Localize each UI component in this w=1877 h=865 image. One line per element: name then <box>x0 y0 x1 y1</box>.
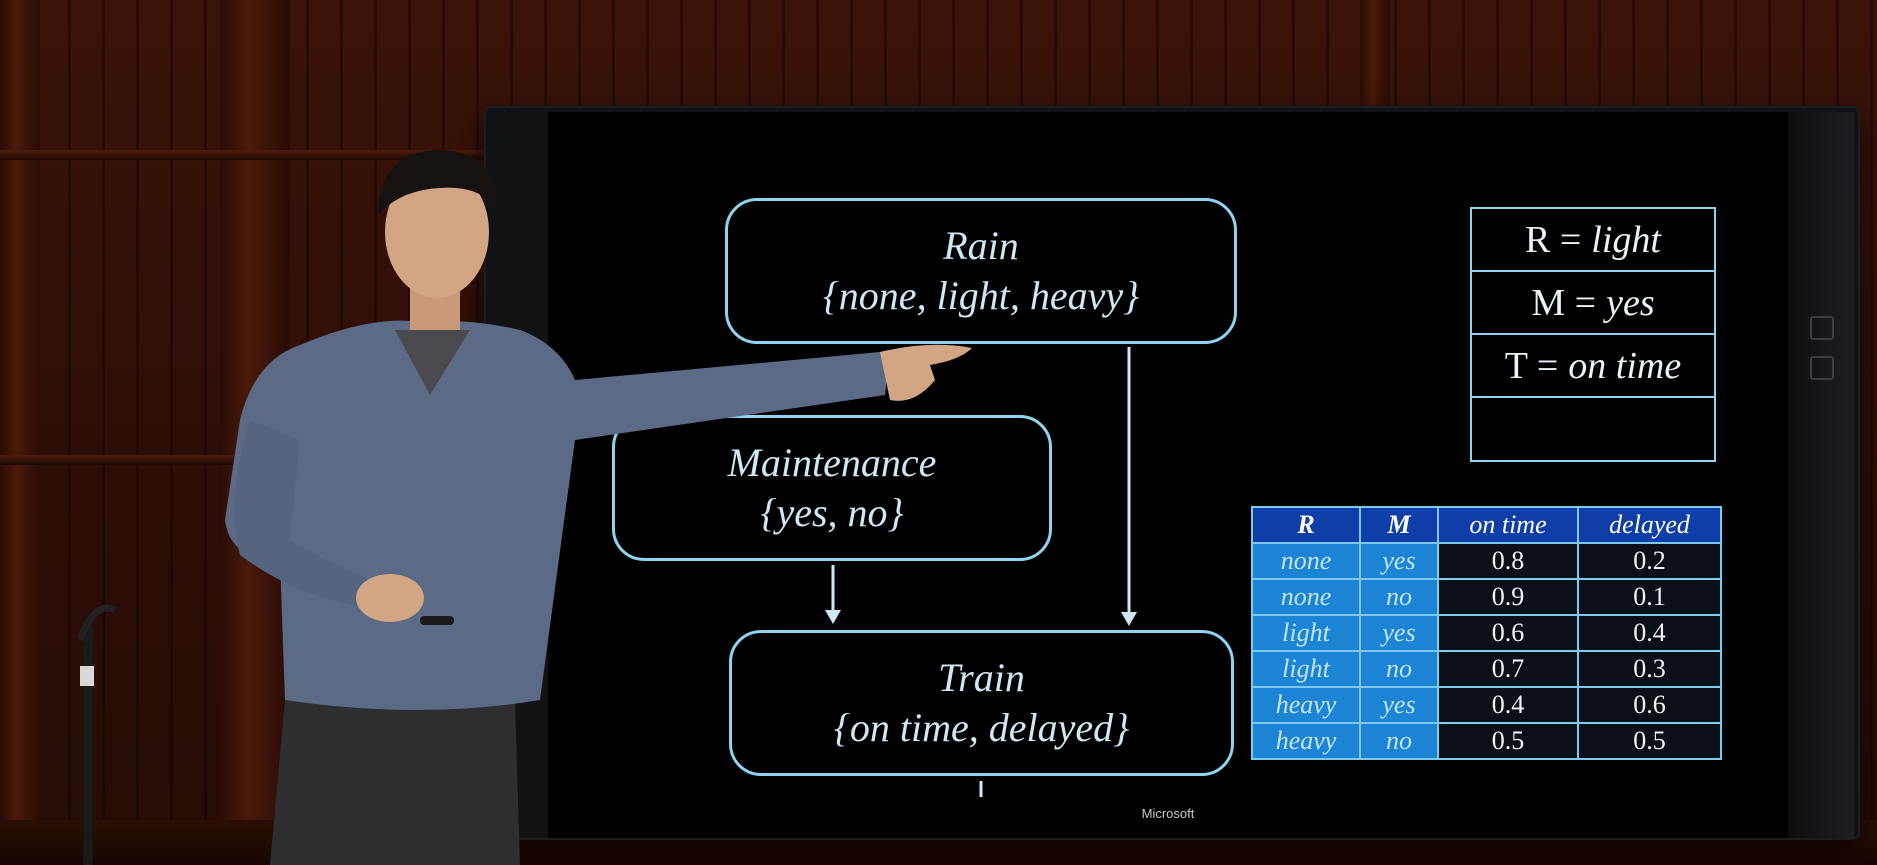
presenter-left-arm <box>234 420 385 610</box>
display-camera-icon <box>1810 316 1834 340</box>
header-delayed: delayed <box>1577 506 1722 544</box>
cell-delayed: 0.2 <box>1577 542 1722 580</box>
cell-r: heavy <box>1251 686 1361 724</box>
header-on-time: on time <box>1437 506 1579 544</box>
arrow-head-icon <box>1121 612 1137 626</box>
display-side-panel <box>1788 112 1854 838</box>
header-r: R <box>1251 506 1361 544</box>
cell-on-time: 0.6 <box>1437 614 1579 652</box>
node-rain-domain: {none, light, heavy} <box>822 273 1140 318</box>
cell-r: light <box>1251 650 1361 688</box>
table-body: none yes 0.8 0.2 none no 0.9 0.1 light y… <box>1251 542 1722 760</box>
node-maintenance-name: Maintenance <box>727 440 937 485</box>
evidence-var: R = <box>1525 218 1582 261</box>
presenter-clicker <box>420 616 454 625</box>
node-train-domain: {on time, delayed} <box>833 705 1130 750</box>
cell-r: heavy <box>1251 722 1361 760</box>
header-m: M <box>1359 506 1439 544</box>
cell-r: none <box>1251 542 1361 580</box>
evidence-value: yes <box>1606 281 1655 324</box>
node-rain-name: Rain <box>943 223 1019 268</box>
evidence-table: R = light M = yes T = on time <box>1470 207 1716 462</box>
evidence-row-rain: R = light <box>1472 209 1714 272</box>
display-sensor-icon <box>1810 356 1834 380</box>
cell-delayed: 0.1 <box>1577 578 1722 616</box>
presenter-right-hand <box>880 344 972 401</box>
presenter-hair <box>378 150 498 215</box>
cell-r: none <box>1251 578 1361 616</box>
cell-m: yes <box>1359 614 1439 652</box>
table-header-row: R M on time delayed <box>1251 506 1722 544</box>
cell-on-time: 0.4 <box>1437 686 1579 724</box>
table-row: light no 0.7 0.3 <box>1251 650 1722 688</box>
display-brand-logo: Microsoft <box>1141 806 1195 821</box>
wall-ledge <box>0 150 500 160</box>
node-rain: Rain {none, light, heavy} <box>725 198 1237 344</box>
table-row: heavy yes 0.4 0.6 <box>1251 686 1722 724</box>
evidence-var: M = <box>1531 281 1597 324</box>
cell-delayed: 0.6 <box>1577 686 1722 724</box>
evidence-value: on time <box>1568 344 1682 387</box>
cell-m: no <box>1359 650 1439 688</box>
cell-m: yes <box>1359 686 1439 724</box>
cell-on-time: 0.8 <box>1437 542 1579 580</box>
cell-m: yes <box>1359 542 1439 580</box>
evidence-var: T = <box>1504 344 1559 387</box>
cell-delayed: 0.5 <box>1577 722 1722 760</box>
evidence-row-train: T = on time <box>1472 335 1714 398</box>
presenter-head <box>385 166 489 298</box>
table-row: none yes 0.8 0.2 <box>1251 542 1722 580</box>
cell-on-time: 0.9 <box>1437 578 1579 616</box>
table-row: light yes 0.6 0.4 <box>1251 614 1722 652</box>
node-maintenance-domain: {yes, no} <box>760 490 904 535</box>
table-row: none no 0.9 0.1 <box>1251 578 1722 616</box>
node-train-name: Train <box>938 655 1025 700</box>
cell-delayed: 0.4 <box>1577 614 1722 652</box>
presenter-left-hand <box>356 574 424 622</box>
presenter-sweater <box>225 320 887 710</box>
cell-m: no <box>1359 578 1439 616</box>
evidence-row-maintenance: M = yes <box>1472 272 1714 335</box>
conditional-probability-table: R M on time delayed none yes 0.8 0.2 non… <box>1251 506 1722 760</box>
wood-pillar-left <box>0 0 40 865</box>
node-maintenance: Maintenance {yes, no} <box>612 415 1052 561</box>
node-train: Train {on time, delayed} <box>729 630 1234 776</box>
arrow-head-icon <box>825 610 841 624</box>
cell-on-time: 0.7 <box>1437 650 1579 688</box>
cell-on-time: 0.5 <box>1437 722 1579 760</box>
cell-delayed: 0.3 <box>1577 650 1722 688</box>
presenter-trousers <box>270 700 520 865</box>
presenter-tshirt <box>395 330 470 395</box>
cell-r: light <box>1251 614 1361 652</box>
table-row: heavy no 0.5 0.5 <box>1251 722 1722 760</box>
evidence-value: light <box>1591 218 1661 261</box>
cell-m: no <box>1359 722 1439 760</box>
